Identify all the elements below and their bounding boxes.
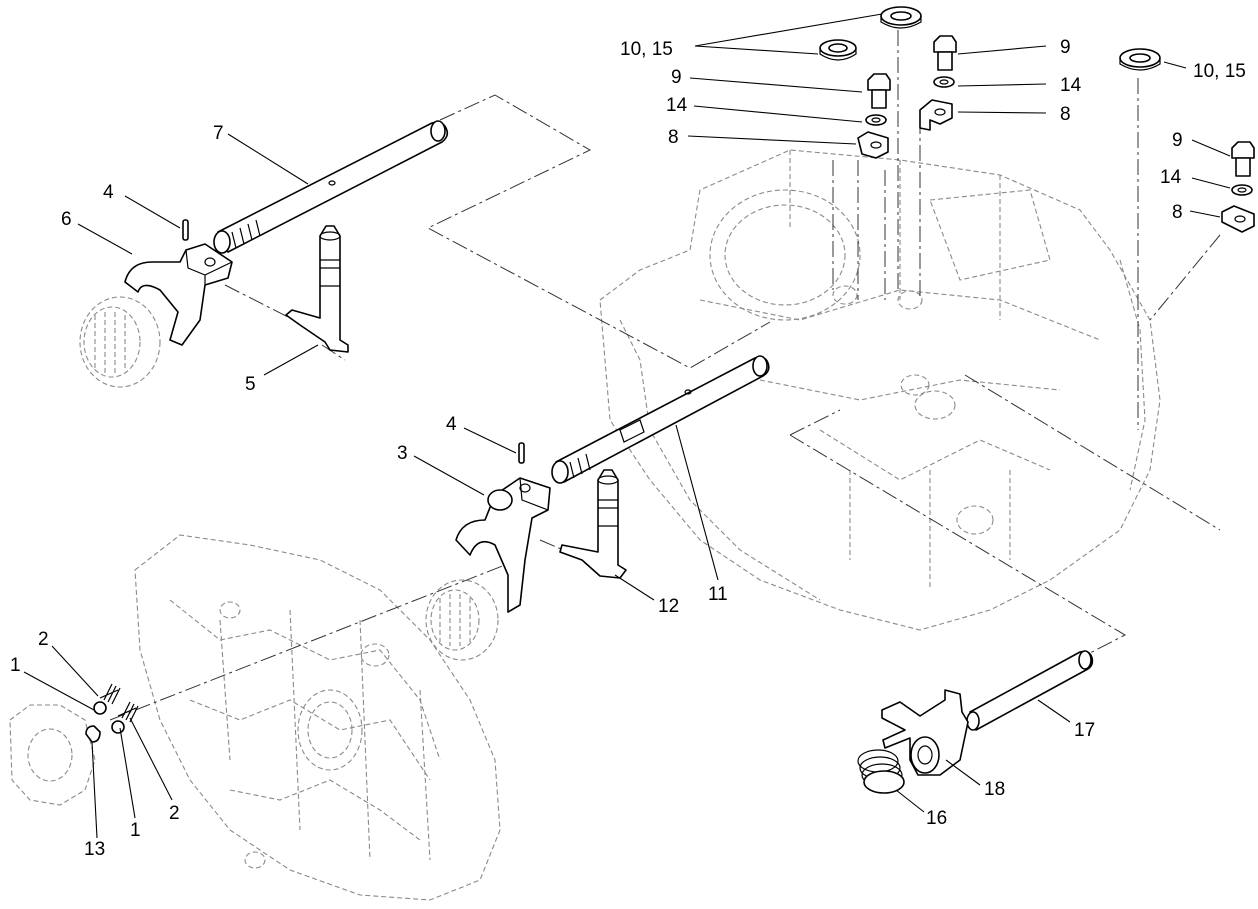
part-3-shift-fork-lower	[455, 477, 551, 613]
callout-9-a: 9	[1060, 37, 1071, 58]
transmission-case-ghost	[599, 149, 1161, 631]
callout-18: 18	[984, 779, 1005, 800]
callout-12: 12	[658, 596, 679, 617]
part-4-roll-pin-upper	[182, 219, 189, 241]
part-14-washer-b	[865, 114, 887, 126]
part-5-shift-lever-upper	[285, 225, 349, 353]
leader-lines	[23, 13, 1231, 839]
callout-1-lower: 1	[130, 820, 141, 841]
callout-11: 11	[708, 584, 728, 605]
callout-labels: 10, 15 10, 15 9 9 9 14 14 14 8 8 8 7 4 6…	[10, 37, 1246, 860]
part-6-shift-fork-upper	[124, 243, 233, 346]
part-18-shift-arm	[881, 689, 969, 776]
part-14-washer-a	[933, 76, 955, 88]
part-8-lock-plate-a	[919, 99, 953, 131]
callout-7: 7	[213, 123, 224, 144]
alignment-lines	[109, 30, 1221, 721]
callout-8-b: 8	[668, 127, 679, 148]
callout-8-a: 8	[1060, 104, 1071, 125]
callout-1-left: 1	[10, 655, 21, 676]
callout-2-upper: 2	[38, 629, 49, 650]
part-10-15-seal-right	[1119, 48, 1161, 71]
case-cover-ghost	[134, 534, 501, 901]
callout-5: 5	[245, 374, 256, 395]
callout-10-15-left: 10, 15	[620, 39, 673, 60]
part-17-rod	[966, 650, 1094, 731]
callout-4-lower: 4	[446, 414, 457, 435]
part-1-ball-a	[93, 701, 107, 715]
part-9-bolt-a	[933, 35, 957, 71]
part-11-shift-rod	[551, 355, 770, 484]
part-2-spring-a	[99, 683, 121, 705]
callout-14-b: 14	[666, 95, 688, 116]
part-7-shift-rod	[213, 120, 449, 254]
callout-2-lower: 2	[169, 803, 180, 824]
callout-17: 17	[1074, 720, 1095, 741]
part-14-washer-c	[1231, 184, 1253, 196]
part-16-spring	[857, 749, 905, 794]
part-8-lock-plate-b	[857, 131, 889, 159]
callout-14-a: 14	[1060, 75, 1082, 96]
callout-16: 16	[926, 808, 947, 829]
callout-4-upper: 4	[103, 182, 114, 203]
callout-9-b: 9	[671, 67, 682, 88]
part-4-roll-pin-lower	[518, 442, 525, 464]
part-9-bolt-b	[867, 73, 891, 109]
part-10-15-seal-top	[880, 6, 922, 29]
part-8-lock-plate-c	[1221, 205, 1255, 233]
callout-6: 6	[61, 209, 72, 230]
callout-9-c: 9	[1172, 130, 1183, 151]
detent-housing-ghost	[9, 704, 96, 806]
callout-14-c: 14	[1160, 167, 1182, 188]
part-2-spring-b	[117, 701, 139, 723]
callout-8-c: 8	[1172, 202, 1183, 223]
part-12-shift-lever-lower	[559, 469, 627, 579]
part-9-bolt-c	[1231, 141, 1255, 177]
part-13-plug	[85, 725, 101, 743]
part-1-ball-b	[111, 720, 125, 734]
part-10-15-seal-left	[819, 39, 857, 61]
gear-upper-ghost	[79, 296, 161, 388]
callout-3: 3	[397, 443, 408, 464]
callout-10-15-right: 10, 15	[1193, 61, 1246, 82]
callout-13: 13	[84, 839, 105, 860]
gear-lower-ghost	[425, 579, 499, 661]
